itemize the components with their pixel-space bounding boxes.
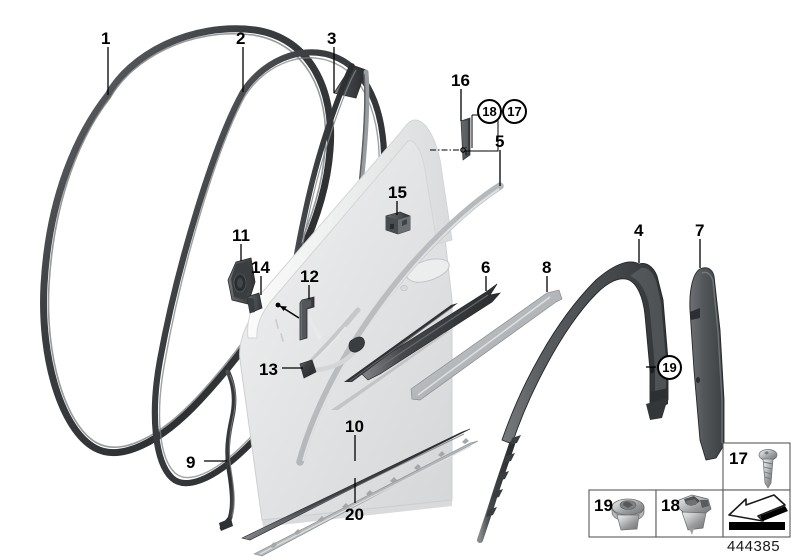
callout-label-14: 14 [251, 258, 270, 277]
callout-label-8: 8 [542, 258, 552, 277]
circled-callout-18: 18 [477, 99, 502, 124]
part-8-inner-weatherstrip [410, 289, 563, 401]
tapping-screw-icon [758, 449, 778, 489]
circled-callout-19: 19 [657, 355, 682, 380]
callout-label-6: 6 [481, 258, 491, 277]
part-13-seal-corner-piece [299, 307, 365, 379]
detail-box-number-18: 18 [661, 496, 680, 515]
callout-label-15: 15 [388, 183, 407, 202]
callout-label-7: 7 [695, 221, 705, 240]
part-6-outer-weatherstrip [359, 283, 501, 381]
callout-label-11: 11 [232, 226, 250, 245]
callout-label-4: 4 [634, 221, 644, 240]
callout-label-16: 16 [451, 71, 470, 90]
part-16-pillar-trim-strip [430, 114, 499, 161]
part-15-clip-block [385, 211, 411, 235]
detail-box-group [588, 442, 791, 538]
callout-label-2: 2 [236, 29, 246, 48]
part-11-mirror-triangle-cover [227, 257, 256, 305]
callout-label-10: 10 [345, 417, 364, 436]
callout-label-5: 5 [495, 132, 505, 151]
callout-label-1: 1 [101, 29, 111, 48]
expanding-nut-icon [677, 494, 712, 535]
part-7-b-pillar-trim [689, 267, 725, 461]
detail-box-number-19: 19 [594, 496, 613, 515]
part-10-rocker-seal-strip [241, 428, 471, 541]
seal-toothed-curved [477, 435, 521, 543]
callout-label-9: 9 [186, 453, 196, 472]
callout-label-20: 20 [345, 505, 364, 524]
callout-label-12: 12 [300, 267, 319, 286]
callout-leader-lines [107, 47, 701, 503]
part-9-door-edge-seal [219, 369, 237, 531]
detail-box-number-17: 17 [729, 449, 748, 468]
diagram-part-number: 444385 [727, 538, 781, 555]
part-4-b-pillar-cover-outer [501, 261, 669, 445]
part-1-door-seal-outer [40, 25, 335, 456]
part-12-guide-rail-clip [275, 296, 315, 341]
part-14-small-bracket [246, 292, 263, 314]
circled-callout-17: 17 [502, 99, 527, 124]
part-20-sill-seal-strip [253, 438, 479, 557]
callout-label-13: 13 [259, 360, 278, 379]
door-weatherstrip-secondary [331, 303, 458, 410]
view-direction-arrow-icon [728, 494, 788, 530]
grommet-nut-icon [611, 498, 645, 531]
part-5-window-frame-cover-top [296, 182, 504, 466]
callout-label-3: 3 [327, 29, 337, 48]
